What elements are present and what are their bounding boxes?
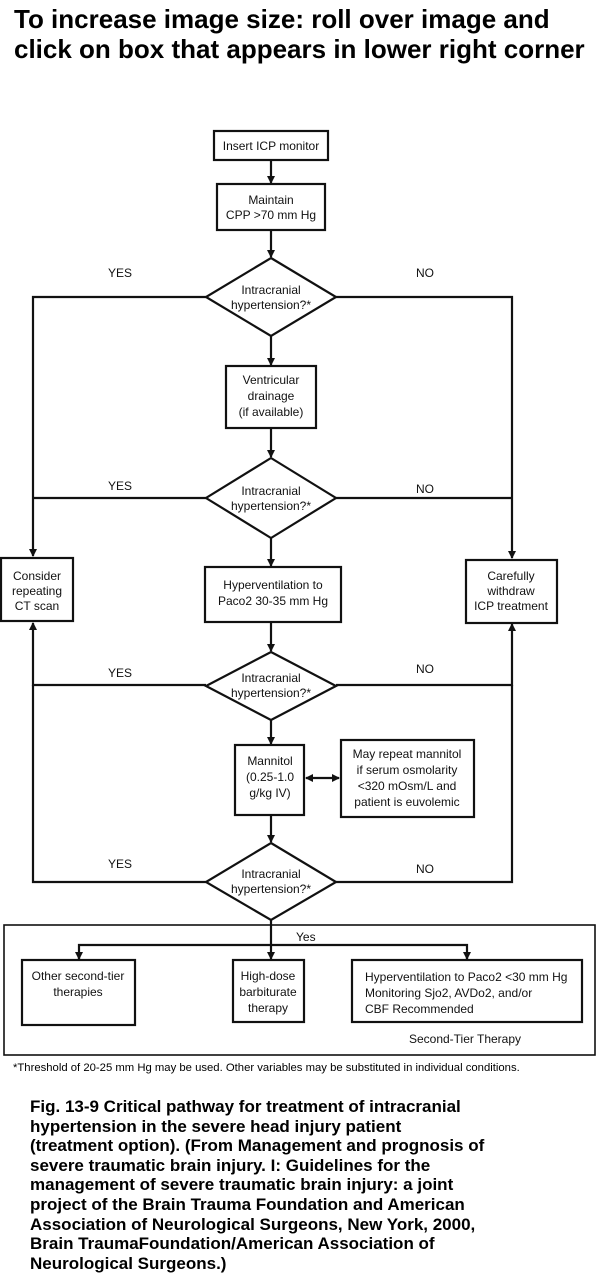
- flowchart-text: Intracranial: [241, 867, 300, 881]
- figure-caption: Fig. 13-9 Critical pathway for treatment…: [30, 1097, 595, 1273]
- flowchart-text: withdraw: [486, 584, 535, 598]
- caption-line: management of severe traumatic brain inj…: [30, 1175, 454, 1195]
- flowchart-text: Intracranial: [241, 283, 300, 297]
- flowchart-text: Intracranial: [241, 484, 300, 498]
- note-repeat-mannitol: May repeat mannitol if serum osmolarity …: [339, 738, 476, 819]
- flowchart-text: May repeat mannitol: [353, 747, 462, 761]
- flowchart-text: NO: [416, 662, 434, 676]
- flowchart-text: YES: [108, 479, 132, 493]
- flowchart-text: g/kg IV): [249, 786, 290, 800]
- flowchart-text: NO: [416, 266, 434, 280]
- caption-line: hypertension in the severe head injury p…: [30, 1116, 402, 1136]
- flowchart-text: NO: [416, 862, 434, 876]
- flowchart-text: hypertension?*: [231, 882, 311, 896]
- caption-line: Brain TraumaFoundation/American Associat…: [30, 1234, 435, 1254]
- step-withdraw-icp-treatment: Carefully withdraw ICP treatment: [464, 558, 559, 625]
- flowchart-text: therapies: [53, 985, 102, 999]
- flowchart-text: repeating: [12, 584, 62, 598]
- flowchart-text: Ventricular: [243, 373, 300, 387]
- flowchart-text: Maintain: [248, 193, 293, 207]
- flowchart-text: NO: [416, 482, 434, 496]
- step-ventricular-drainage: Ventricular drainage (if available): [224, 364, 318, 430]
- flowchart-text: Carefully: [487, 569, 534, 583]
- flowchart-text: Intracranial: [241, 671, 300, 685]
- caption-line: Association of Neurological Surgeons, Ne…: [30, 1214, 476, 1234]
- flowchart-text: Hyperventilation to Paco2 <30 mm Hg: [365, 970, 567, 984]
- flowchart-text: drainage: [248, 389, 295, 403]
- flowchart-text: Mannitol: [247, 754, 292, 768]
- flowchart-text: YES: [108, 666, 132, 680]
- decision-intracranial-hypertension-2: Intracranial hypertension?*: [203, 456, 339, 540]
- caption-line: Neurological Surgeons.): [30, 1253, 227, 1273]
- flowchart-text: Insert ICP monitor: [223, 139, 319, 153]
- decision-intracranial-hypertension-1: Intracranial hypertension?*: [203, 256, 339, 338]
- step-consider-ct-scan: Consider repeating CT scan: [0, 556, 75, 623]
- flowchart-text: YES: [108, 266, 132, 280]
- second-tier-therapy-group: Yes Other second-tier therapies High-dos…: [3, 924, 596, 1056]
- branch-labels: YES NO YES NO YES NO YES NO: [108, 266, 434, 876]
- step-mannitol: Mannitol (0.25-1.0 g/kg IV): [233, 743, 306, 817]
- flowchart-text: (0.25-1.0: [246, 770, 294, 784]
- connectors: [29, 160, 516, 960]
- flowchart-text: hypertension?*: [231, 499, 311, 513]
- flowchart-text: Hyperventilation to: [223, 578, 323, 592]
- flowchart-text: Other second-tier: [32, 969, 125, 983]
- flowchart-text: if serum osmolarity: [357, 763, 458, 777]
- decision-intracranial-hypertension-4: Intracranial hypertension?*: [203, 841, 339, 922]
- flowchart-text: Monitoring Sjo2, AVDo2, and/or: [365, 986, 532, 1000]
- flowchart-text: barbiturate: [239, 985, 297, 999]
- caption-line: severe traumatic brain injury. I: Guidel…: [30, 1155, 431, 1175]
- flowchart-text: CBF Recommended: [365, 1002, 474, 1016]
- flowchart-text: CPP >70 mm Hg: [226, 208, 316, 222]
- caption-line: project of the Brain Trauma Foundation a…: [30, 1194, 465, 1214]
- flowchart-text: High-dose: [241, 969, 296, 983]
- flowchart-text: Consider: [13, 569, 61, 583]
- flowchart-text: hypertension?*: [231, 686, 311, 700]
- caption-line: (treatment option). (From Management and…: [30, 1136, 485, 1156]
- step-insert-icp-monitor: Insert ICP monitor: [212, 129, 330, 162]
- flowchart-text: Yes: [296, 930, 316, 944]
- flowchart-text: ICP treatment: [474, 599, 548, 613]
- decision-intracranial-hypertension-3: Intracranial hypertension?*: [203, 650, 339, 722]
- step-hyperventilation: Hyperventilation to Paco2 30-35 mm Hg: [203, 565, 343, 624]
- flowchart-text: therapy: [248, 1001, 288, 1015]
- page-title: To increase image size: roll over image …: [14, 4, 585, 64]
- flowchart-text: (if available): [239, 405, 304, 419]
- flowchart-text: Second-Tier Therapy: [409, 1032, 521, 1046]
- flowchart-text: Paco2 30-35 mm Hg: [218, 594, 328, 608]
- flowchart-text: patient is euvolemic: [354, 795, 459, 809]
- flowchart-text: hypertension?*: [231, 298, 311, 312]
- caption-line: Fig. 13-9 Critical pathway for treatment…: [30, 1097, 461, 1116]
- step-maintain-cpp: Maintain CPP >70 mm Hg: [215, 182, 327, 232]
- flowchart-text: <320 mOsm/L and: [358, 779, 457, 793]
- flowchart-text: CT scan: [15, 599, 59, 613]
- footnote: *Threshold of 20-25 mm Hg may be used. O…: [13, 1062, 520, 1074]
- flowchart-text: YES: [108, 857, 132, 871]
